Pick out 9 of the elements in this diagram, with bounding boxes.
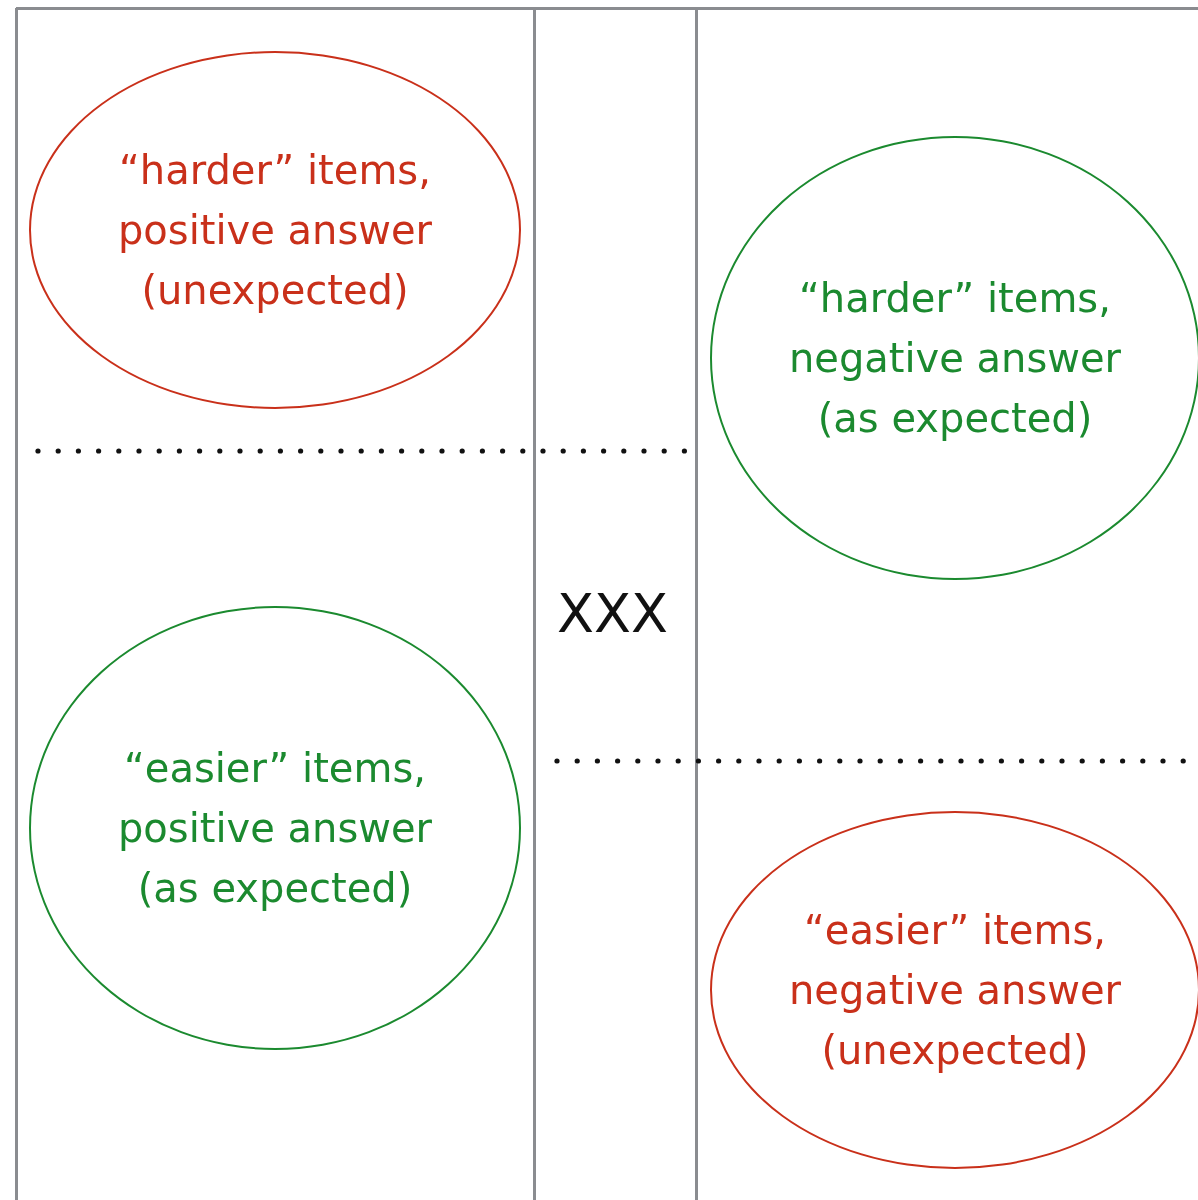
node-label: “easier” items, negative answer (unexpected): [787, 906, 1123, 1075]
node-label: “harder” items, negative answer (as expected): [787, 274, 1123, 443]
node-label: “harder” items, positive answer (unexpected): [116, 146, 434, 315]
ellipse-node: [710, 136, 1198, 580]
ellipse-node: [710, 811, 1198, 1169]
ellipse-node: [29, 51, 521, 409]
ellipse-node: [29, 606, 521, 1050]
node-label: “easier” items, positive answer (as expected): [116, 744, 434, 913]
axis-label: XXX: [557, 582, 668, 645]
